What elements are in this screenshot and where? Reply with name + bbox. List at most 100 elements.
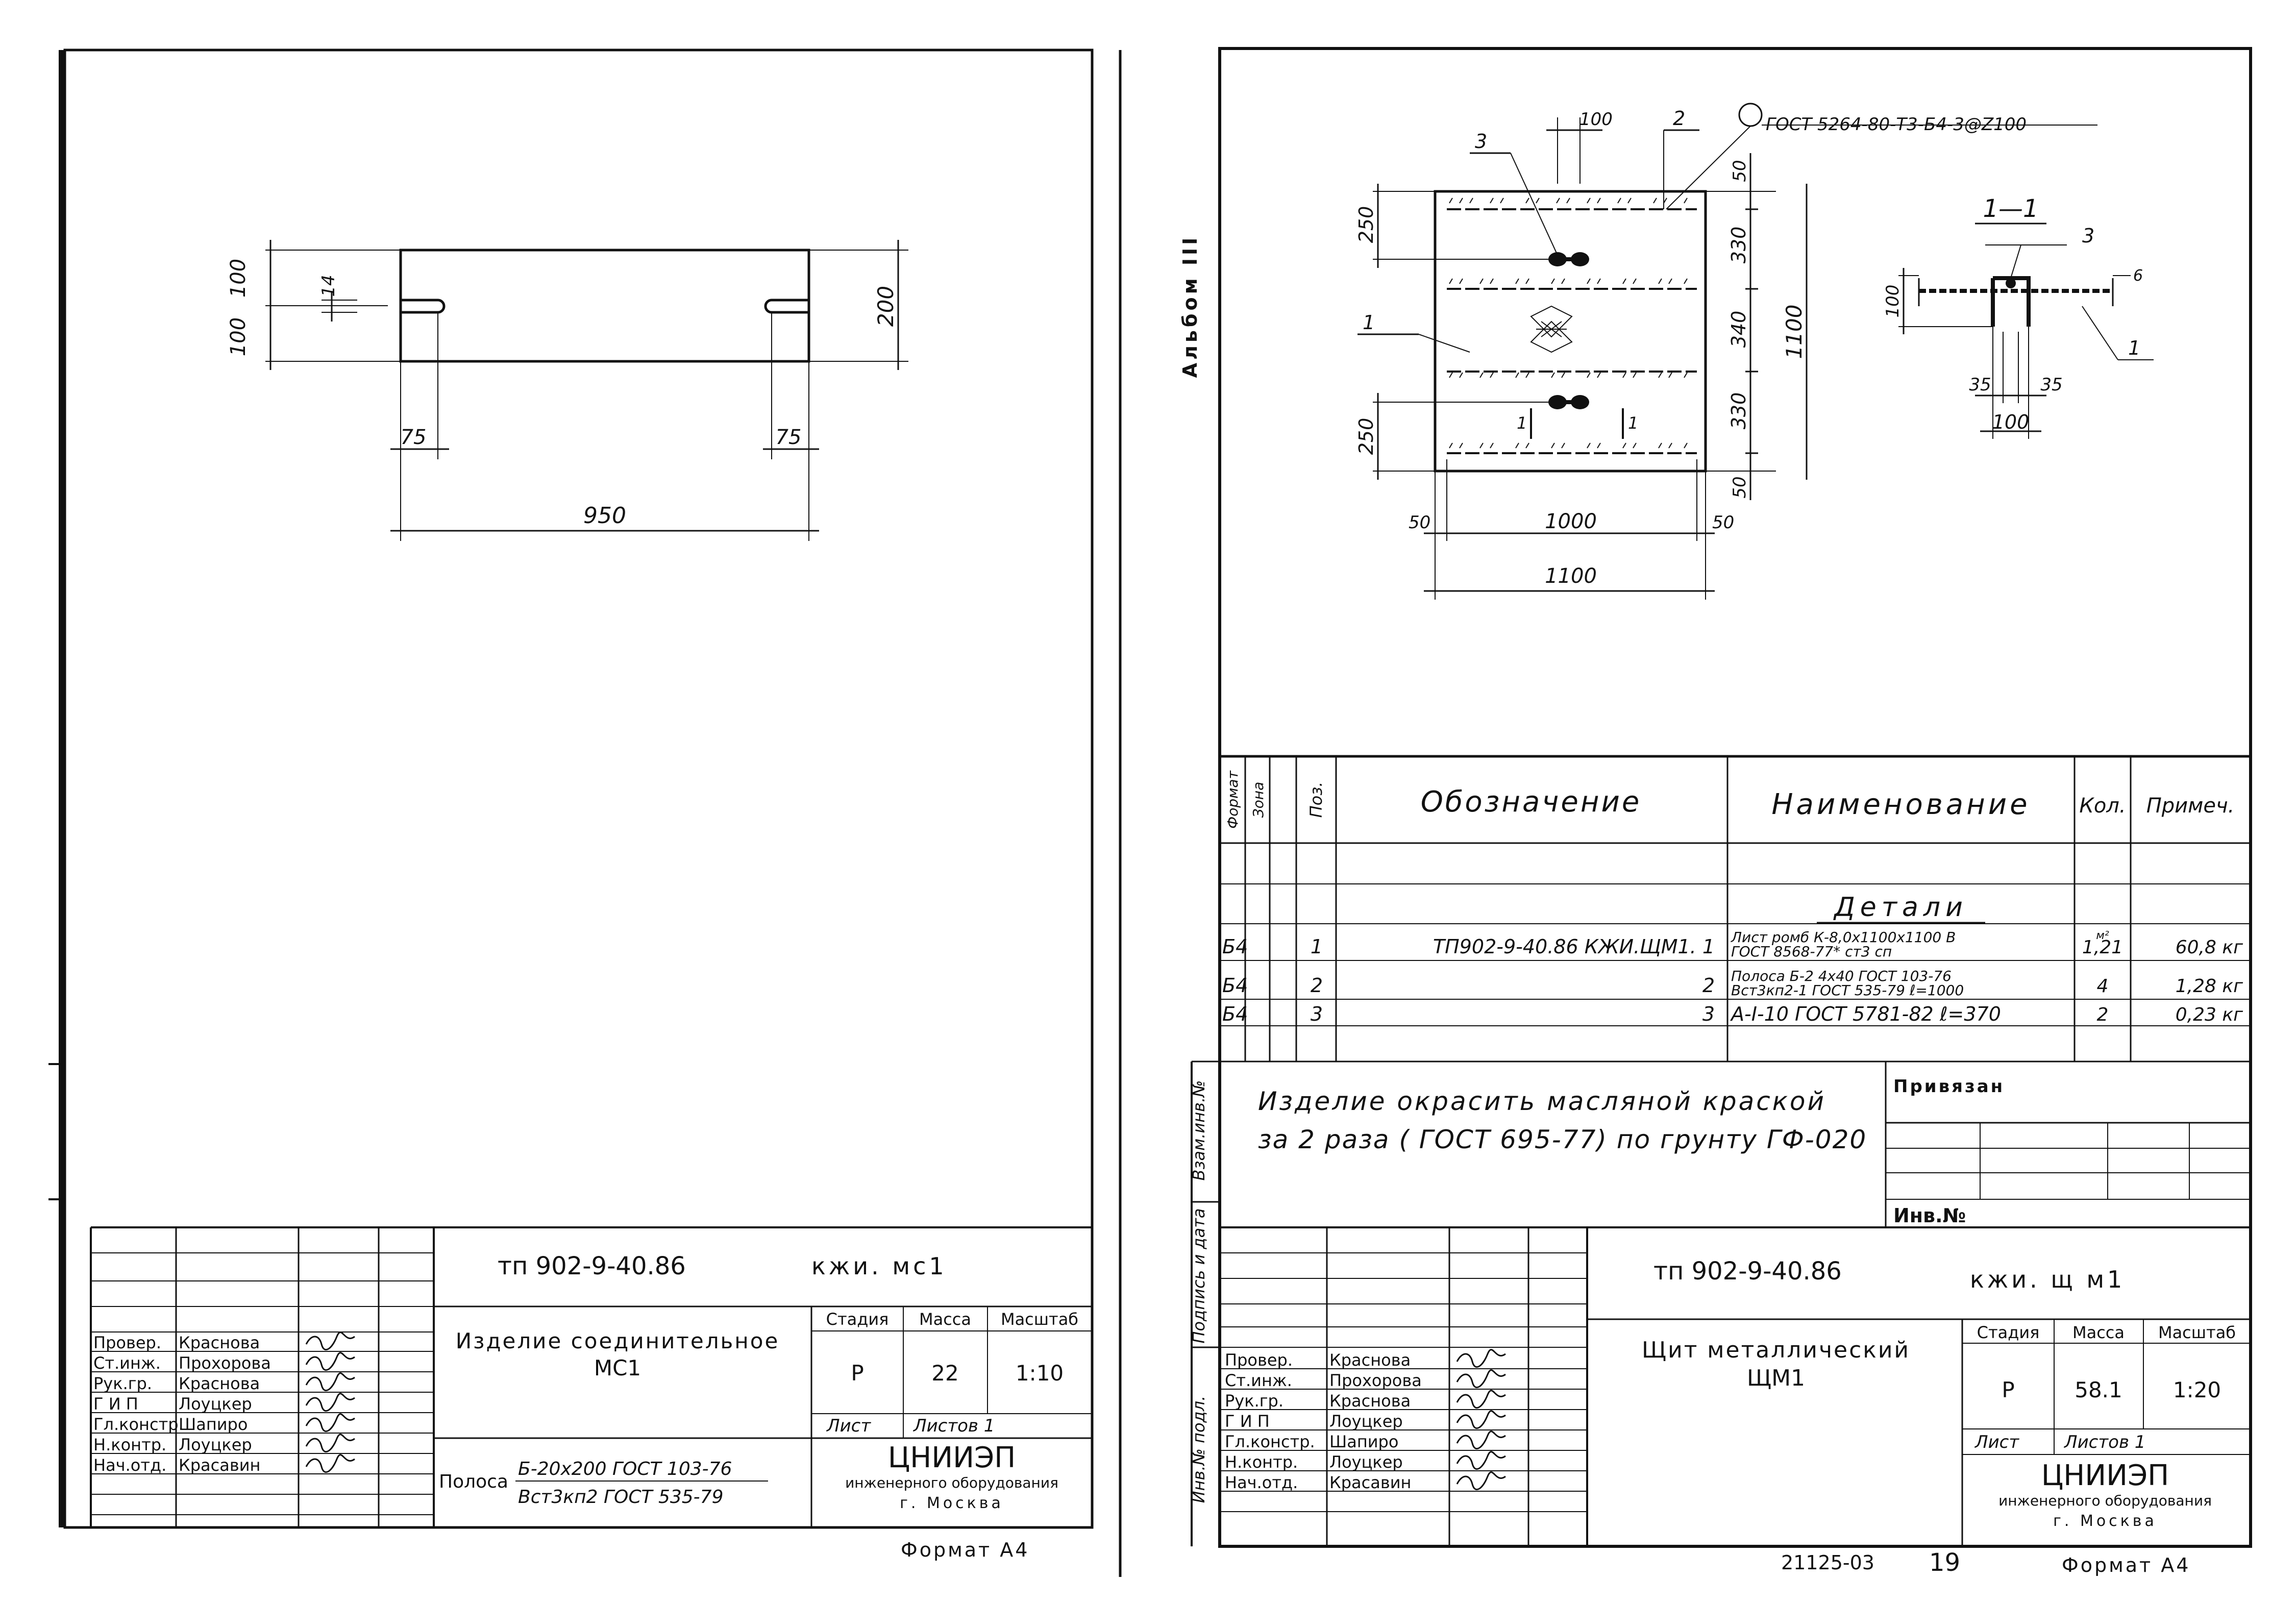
dim-1000: 1000 — [1545, 510, 1597, 533]
right-sheets-label: Листов 1 — [2063, 1432, 2145, 1452]
signature-name: Краснова — [1329, 1350, 1411, 1370]
spec-header-qty: Кол. — [2079, 794, 2126, 818]
spec-name: Лист ромб К-8,0x1100x1100 В — [1731, 929, 1956, 946]
signature-name: Краснова — [1329, 1391, 1411, 1411]
cut-mark-b: 1 — [1628, 413, 1638, 433]
signature-role: Провер. — [93, 1333, 161, 1352]
left-part-code: МС1 — [594, 1355, 641, 1380]
spec-pos: 1 — [1311, 935, 1323, 958]
spec-name: Полоса Б-2 4x40 ГОСТ 103-76 — [1731, 968, 1952, 984]
right-org-name: ЦНИИЭП — [2041, 1459, 2169, 1492]
signature-mark — [305, 1413, 355, 1433]
left-stage: Р — [851, 1361, 863, 1386]
left-doc-code: тп 902-9-40.86 — [498, 1252, 686, 1280]
signature-mark — [1456, 1410, 1506, 1429]
dim-100-top-front: 100 — [1579, 109, 1613, 130]
signature-role: Н.контр. — [93, 1435, 166, 1454]
spec-format: Б4 — [1222, 1003, 1248, 1025]
signature-name: Прохорова — [1329, 1371, 1422, 1390]
spec-qty: 2 — [2097, 1004, 2109, 1025]
spec-name: ГОСТ 8568-77* ст3 сп — [1731, 943, 1892, 960]
left-material-bottom: Вст3кп2 ГОСТ 535-79 — [518, 1487, 723, 1508]
left-scale: 1:10 — [1016, 1361, 1064, 1386]
spec-qty: 4 — [2097, 976, 2109, 997]
signature-mark — [305, 1454, 355, 1473]
spec-format: Б4 — [1222, 935, 1248, 958]
signature-name: Красавин — [1329, 1473, 1411, 1492]
dim-100-top: 100 — [227, 259, 250, 298]
signature-role: Нач.отд. — [93, 1455, 166, 1475]
signature-mark — [305, 1372, 355, 1392]
callout-1-front: 1 — [1363, 311, 1375, 334]
callout-1-section: 1 — [2128, 337, 2140, 359]
left-org-desc: инженерного оборудования — [845, 1474, 1058, 1491]
mesh-patch — [1530, 305, 1573, 353]
privyazan-label: Привязан — [1893, 1076, 2005, 1097]
signature-role: Нач.отд. — [1225, 1473, 1298, 1492]
right-part-name: Щит металлический — [1642, 1337, 1910, 1363]
spec-pos: 2 — [1311, 974, 1323, 997]
section-dim-35-right: 35 — [2040, 375, 2062, 395]
left-mass-header: Масса — [919, 1310, 971, 1329]
album-label: Альбом III — [1179, 235, 1201, 378]
signature-name: Прохорова — [179, 1353, 271, 1373]
signature-role: Н.контр. — [1225, 1452, 1298, 1472]
left-sheets-label: Листов 1 — [912, 1416, 995, 1436]
dim-100-bottom: 100 — [227, 317, 250, 356]
right-org-city: г. Москва — [2053, 1512, 2157, 1530]
signature-mark — [1456, 1430, 1506, 1450]
signature-role: Провер. — [1225, 1350, 1293, 1370]
part-mc1-drawing: 100 100 14 200 75 75 950 — [227, 240, 908, 541]
signature-name: Красавин — [179, 1455, 260, 1475]
right-sheet-label: Лист — [1974, 1432, 2019, 1452]
signature-role: Г И П — [1225, 1412, 1270, 1431]
signature-name: Краснова — [179, 1333, 260, 1352]
signature-role: Рук.гр. — [93, 1374, 152, 1393]
inv-no-label: Инв.№ — [1893, 1204, 1966, 1227]
left-doc-mark: кжи. мс1 — [811, 1252, 947, 1280]
spec-pos: 3 — [1311, 1003, 1323, 1025]
signature-role: Гл.констр. — [1225, 1432, 1315, 1451]
spec-designation: 2 — [1702, 974, 1715, 997]
right-scale: 1:20 — [2173, 1377, 2221, 1402]
right-sheet-frame — [1218, 47, 2252, 1548]
signature-mark — [305, 1331, 355, 1351]
signature-mark — [1456, 1369, 1506, 1389]
right-mass-header: Масса — [2072, 1323, 2125, 1342]
dim-330-upper: 330 — [1727, 227, 1750, 264]
spec-header-zone: Зона — [1250, 782, 1267, 818]
dim-330-lower: 330 — [1727, 392, 1750, 430]
left-material-top: Б-20x200 ГОСТ 103-76 — [518, 1459, 732, 1479]
handle-rods — [1548, 252, 1589, 409]
dim-50-bottom-front: 50 — [1730, 476, 1750, 498]
signature-name: Лоуцкер — [179, 1435, 252, 1454]
dim-75-right: 75 — [776, 426, 802, 449]
section-label: 1—1 — [1983, 194, 2038, 223]
spec-note: 0,23 кг — [2176, 1004, 2243, 1025]
signature-name: Шапиро — [1329, 1432, 1398, 1451]
signature-name: Краснова — [179, 1374, 260, 1393]
signature-name: Лоуцкер — [1329, 1412, 1403, 1431]
signature-mark — [1456, 1349, 1506, 1368]
dim-75-left: 75 — [401, 426, 427, 449]
left-mass: 22 — [931, 1361, 958, 1386]
signature-mark — [1456, 1471, 1506, 1491]
side-vzam-inv: Взам.инв.№ — [1189, 1080, 1208, 1181]
dim-950: 950 — [583, 503, 626, 529]
spec-format: Б4 — [1222, 974, 1248, 997]
section-dim-100-horizontal: 100 — [1992, 411, 2030, 433]
right-part-code: ЩМ1 — [1747, 1365, 1805, 1391]
spec-name: А-I-10 ГОСТ 5781-82 ℓ=370 — [1730, 1003, 2001, 1025]
spec-qty: 1,21 — [2082, 937, 2123, 958]
spec-header-designation: Обозначение — [1421, 785, 1642, 819]
side-podpis-data: Подпись и дата — [1189, 1208, 1208, 1343]
callout-2-front: 2 — [1673, 107, 1685, 130]
dim-50-left-bottom: 50 — [1409, 512, 1430, 533]
left-title-block: тп 902-9-40.86 кжи. мс1 Изделие соединит… — [90, 1226, 1092, 1561]
paint-note-line2: за 2 раза ( ГОСТ 695-77) по грунту ГФ-02… — [1258, 1125, 1867, 1154]
signature-role: Рук.гр. — [1225, 1391, 1283, 1411]
signature-role: Ст.инж. — [93, 1353, 161, 1373]
right-scale-header: Масштаб — [2158, 1323, 2236, 1342]
signature-mark — [1456, 1390, 1506, 1409]
